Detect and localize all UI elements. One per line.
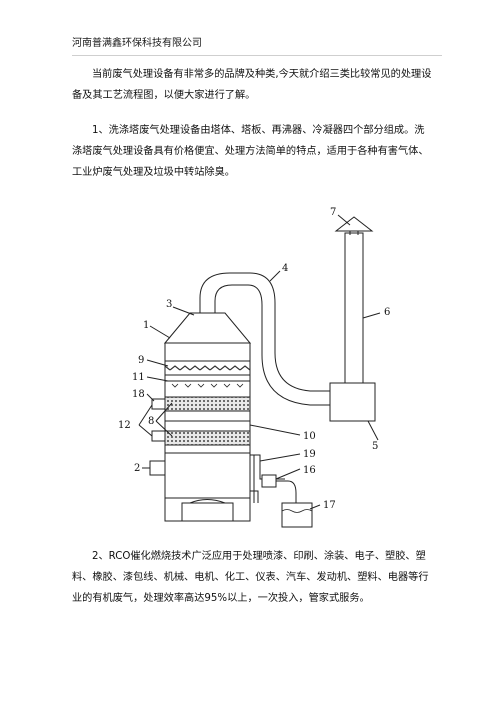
label-6: 6 (384, 307, 390, 318)
scrubber-tower-diagram: 1 2 3 4 5 6 7 8 9 10 11 12 16 17 18 19 (110, 203, 410, 533)
item1-paragraph: 1、洗涤塔废气处理设备由塔体、塔板、再沸器、冷凝器四个部分组成。洗涤塔废气处理设… (72, 125, 429, 178)
fan-box (329, 382, 376, 422)
pump (261, 474, 277, 488)
demister-layer (164, 360, 251, 376)
label-17: 17 (323, 500, 336, 511)
stack-cap (334, 216, 374, 232)
label-8: 8 (148, 416, 154, 427)
intro-paragraph: 当前废气处理设备有非常多的品牌及种类,今天就介绍三类比较常见的处理设备及其工艺流… (72, 69, 432, 101)
label-7: 7 (330, 207, 336, 218)
document-header: 河南普满鑫环保科技有限公司 (72, 37, 442, 56)
label-19: 19 (303, 449, 316, 460)
label-16: 16 (303, 465, 316, 476)
packing-layer-lower (164, 430, 251, 446)
exhaust-stack (344, 232, 364, 384)
packing-layer-upper (164, 396, 251, 412)
label-5: 5 (372, 441, 378, 452)
item2-paragraph: 2、RCO催化燃烧技术广泛应用于处理喷漆、印刷、涂装、电子、塑胶、塑料、橡胶、漆… (72, 551, 429, 604)
tower-cone (163, 312, 252, 344)
label-2: 2 (134, 463, 140, 474)
label-18: 18 (132, 389, 145, 400)
connecting-duct (199, 272, 330, 392)
label-12: 12 (118, 420, 131, 431)
water-tank (281, 502, 313, 528)
label-3: 3 (166, 299, 172, 310)
label-1: 1 (143, 320, 149, 331)
tower-base (164, 497, 251, 522)
label-10: 10 (303, 431, 316, 442)
label-4: 4 (282, 263, 288, 274)
label-11: 11 (132, 372, 145, 383)
label-9: 9 (138, 355, 144, 366)
gas-inlet (149, 460, 166, 476)
